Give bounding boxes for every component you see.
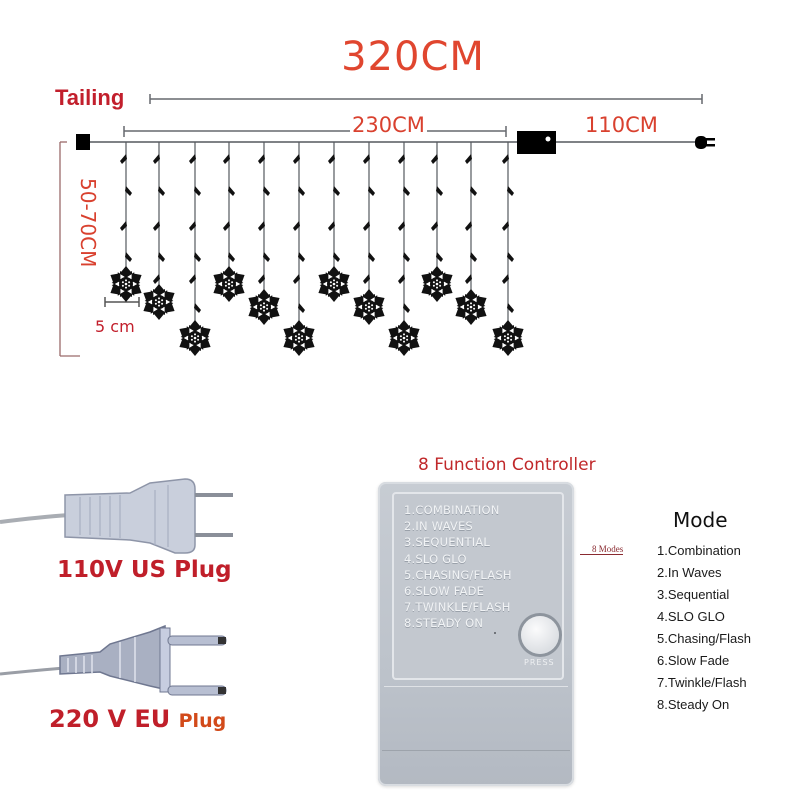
us-plug-label: 110V US Plug	[57, 557, 232, 583]
mode-legend-item: 6.Slow Fade	[657, 653, 730, 668]
lead-cable-label: 110CM	[585, 113, 658, 137]
drop-height-label: 50-70CM	[76, 178, 100, 268]
controller-mode-item: 3.SEQUENTIAL	[404, 535, 490, 550]
snowflake-icons	[107, 266, 526, 356]
controller-mode-item: 1.COMBINATION	[404, 503, 500, 517]
mode-legend-item: 5.Chasing/Flash	[657, 631, 751, 646]
eu-plug-label: 220 V EU Plug	[49, 705, 226, 733]
controller-mode-item: 8.STEADY ON	[404, 616, 484, 631]
mode-legend-item: 8.Steady On	[657, 697, 730, 712]
eu-plug-label-suffix: Plug	[178, 710, 227, 732]
press-button[interactable]	[521, 616, 559, 654]
controller-mode-list: 1.COMBINATION 2.IN WAVES 3.SEQUENTIAL 4.…	[404, 502, 512, 632]
us-plug-icon	[0, 478, 233, 554]
end-cap	[76, 134, 90, 150]
modes-count-note: 8 Modes	[580, 544, 624, 555]
power-plug-icon	[695, 136, 715, 149]
led-bulbs	[120, 154, 514, 313]
press-label: PRESS	[524, 658, 555, 667]
controller-mode-item: 2.IN WAVES	[404, 519, 473, 534]
mode-legend-item: 2.In Waves	[657, 565, 722, 580]
mode-legend-list: 1.Combination 2.In Waves 3.Sequential 4.…	[657, 540, 751, 716]
strand-spacing-label: 5 cm	[95, 317, 135, 336]
light-strands	[125, 142, 509, 338]
curtain-light-diagram	[59, 94, 715, 357]
eu-plug-icon	[0, 624, 227, 696]
controller-title: 8 Function Controller	[418, 455, 596, 475]
indicator-dot	[494, 632, 496, 634]
drop-height-bracket	[59, 141, 80, 357]
controller-foot-line	[382, 750, 570, 751]
controller-box-icon	[517, 131, 556, 154]
curtain-width-dimension-line	[123, 126, 507, 137]
total-length-label: 320CM	[341, 34, 485, 80]
mode-heading: Mode	[673, 508, 728, 532]
mode-legend-item: 7.Twinkle/Flash	[657, 675, 747, 690]
controller-mode-item: 4.SLO GLO	[404, 551, 467, 566]
controller-panel: 1.COMBINATION 2.IN WAVES 3.SEQUENTIAL 4.…	[392, 492, 564, 680]
controller-mode-item: 5.CHASING/FLASH	[404, 567, 512, 582]
total-length-dimension-line	[149, 94, 703, 104]
controller-divider	[384, 686, 568, 687]
eu-plug-label-main: 220 V EU	[49, 705, 171, 733]
controller-mode-item: 6.SLOW FADE	[404, 584, 485, 599]
curtain-width-label: 230CM	[350, 113, 427, 137]
tailing-label: Tailing	[55, 85, 125, 110]
controller-device: 1.COMBINATION 2.IN WAVES 3.SEQUENTIAL 4.…	[378, 482, 574, 786]
strand-spacing-marker	[104, 297, 140, 307]
mode-legend-item: 1.Combination	[657, 543, 741, 558]
controller-mode-item: 7.TWINKLE/FLASH	[404, 600, 511, 615]
mode-legend-item: 3.Sequential	[657, 587, 730, 602]
mode-legend-item: 4.SLO GLO	[657, 609, 725, 624]
